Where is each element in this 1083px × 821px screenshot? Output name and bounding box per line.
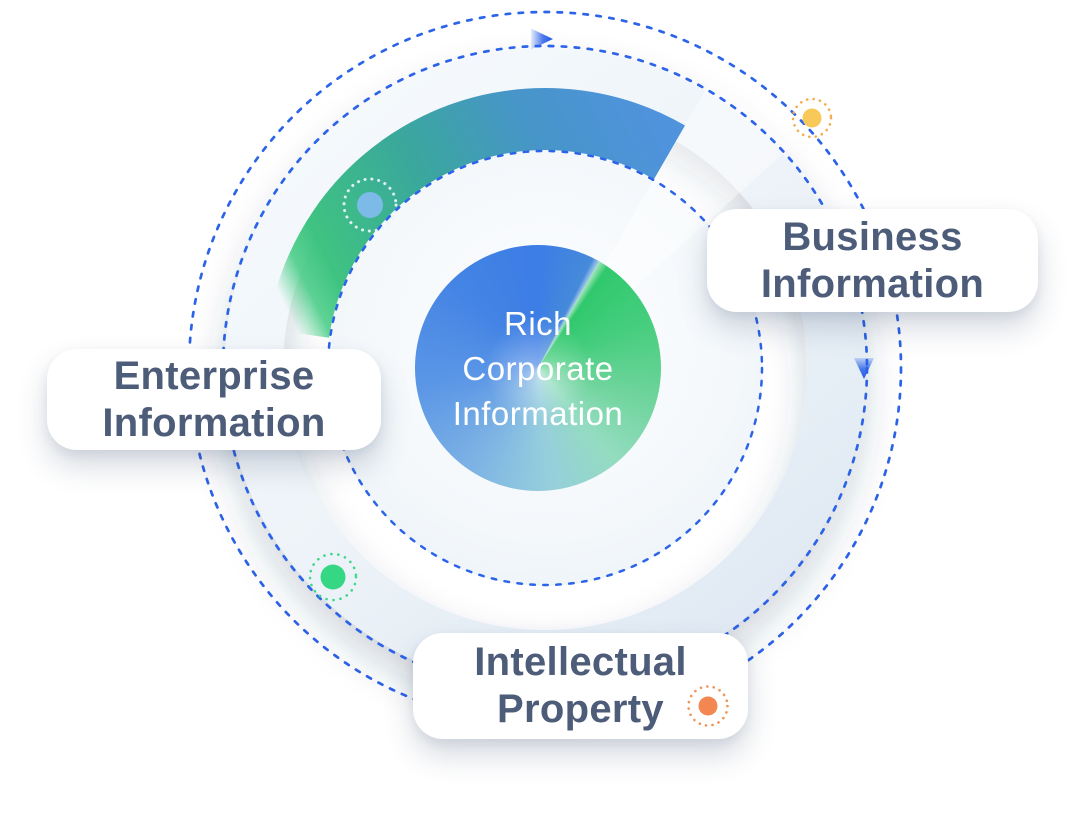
gradient-progress-arc: [267, 88, 685, 339]
business-card-line-2: Information: [760, 261, 985, 306]
center-light-ray: [415, 245, 661, 491]
enterprise-information-card: Enterprise Information: [47, 349, 381, 450]
center-line-1: Rich: [503, 304, 573, 342]
business-information-card: Business Information: [707, 209, 1038, 312]
center-line-3: Information: [452, 394, 624, 432]
intellectual-card-line-1: Intellectual: [474, 640, 687, 684]
center-circle-label: Rich Corporate Information: [453, 301, 624, 436]
intellectual-property-card: Intellectual Property: [413, 633, 748, 739]
enterprise-card-line-1: Enterprise: [113, 353, 315, 398]
clockwise-arrow-top-icon: [531, 28, 553, 50]
clockwise-arrow-right-icon: [854, 358, 874, 379]
intellectual-card-line-2: Property: [497, 687, 664, 731]
business-card-line-1: Business: [782, 214, 963, 259]
center-circle-badge: Rich Corporate Information: [415, 245, 661, 491]
enterprise-card-line-2: Information: [102, 400, 326, 445]
center-line-2: Corporate: [462, 349, 614, 387]
